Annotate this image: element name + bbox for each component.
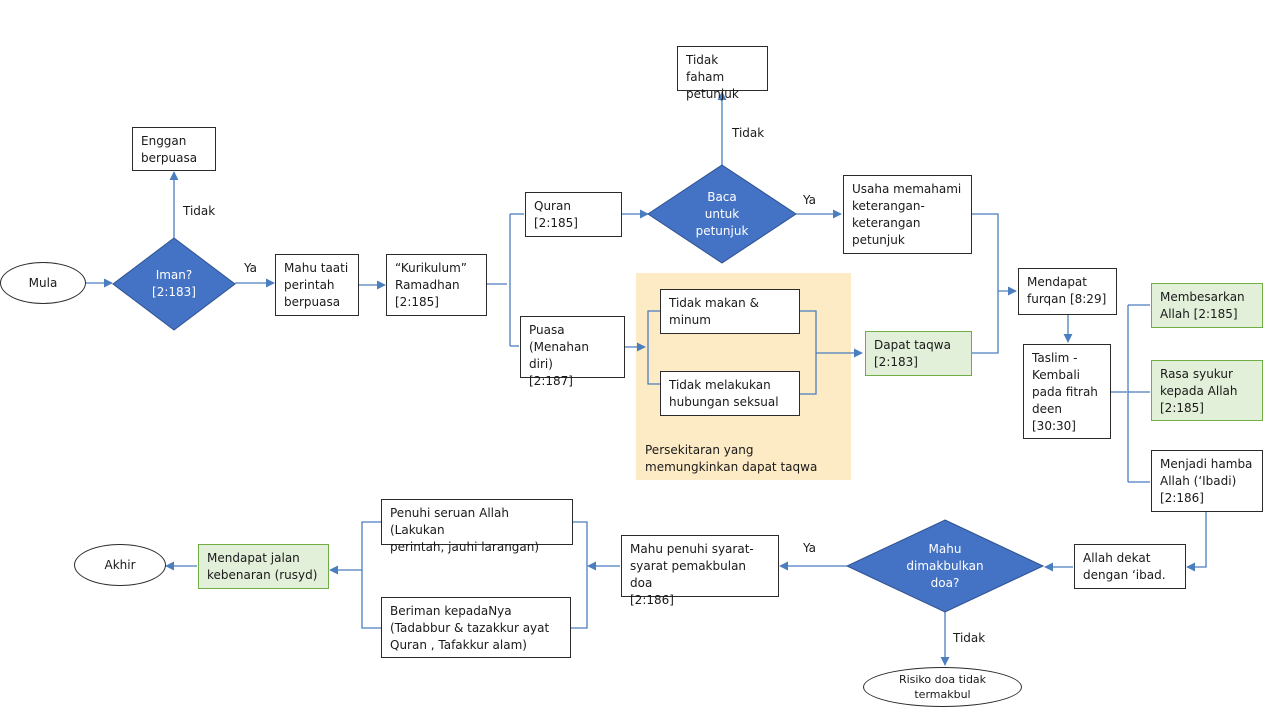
box-rusyd: Mendapat jalan kebenaran (rusyd) [198,544,329,589]
box-puasa: Puasa (Menahan diri) [2:187] [520,316,625,388]
box-tidak-makan: Tidak makan & minum [660,289,800,334]
label-iman-tidak: Tidak [183,204,216,218]
box-mahu-taati: Mahu taati perintah berpuasa [275,254,359,316]
box-furqan: Mendapat furqan [8:29] [1018,268,1117,315]
label-baca-tidak: Tidak [732,126,765,140]
label-doa-tidak: Tidak [953,631,986,645]
box-usaha: Usaha memahami keterangan- keterangan pe… [843,175,972,254]
decision-doa-label: Mahu dimakbulkan doa? [906,541,984,590]
risk-label: Risiko doa tidak termakbul [898,673,987,701]
box-seruan: Penuhi seruan Allah (Lakukan perintah, j… [381,499,573,554]
box-quran: Quran [2:185] [525,192,622,237]
box-membesarkan: Membesarkan Allah [2:185] [1151,283,1263,328]
box-syarat: Mahu penuhi syarat- syarat pemakbulan do… [621,535,779,607]
box-kurikulum: “Kurikulum” Ramadhan [2:185] [386,254,487,316]
risk-node: Risiko doa tidak termakbul [863,667,1022,707]
label-iman-ya: Ya [244,261,258,275]
box-allah-dekat: Allah dekat dengan ‘ibad. [1074,544,1186,589]
box-syukur: Rasa syukur kepada Allah [2:185] [1151,360,1263,421]
box-hamba: Menjadi hamba Allah (‘Ibadi) [2:186] [1151,450,1263,512]
edge-right-bracket [571,521,588,629]
box-dapat-taqwa: Dapat taqwa [2:183] [865,331,972,376]
box-tidak-hubungan: Tidak melakukan hubungan seksual [660,371,800,416]
edge-bracket-left [647,310,660,385]
decision-baca-label: Baca untuk petunjuk [695,189,749,238]
end-label: Akhir [104,557,136,572]
edge-left-bracket [361,521,381,629]
start-node: Mula [0,262,86,304]
box-tidak-faham: Tidak faham petunjuk [677,46,768,101]
box-enggan: Enggan berpuasa [132,127,216,171]
decision-iman-shape [112,237,236,331]
box-beriman: Beriman kepadaNya (Tadabbur & tazakkur a… [381,597,571,658]
end-node: Akhir [74,544,166,586]
label-baca-ya: Ya [803,193,817,207]
decision-doa-shape [845,519,1045,613]
environment-caption: Persekitaran yang memungkinkan dapat taq… [645,443,818,474]
decision-iman-label: Iman? [2:183] [152,268,196,299]
edge-hamba-dekat [1186,512,1207,572]
decision-baca-shape [647,164,797,264]
edge-bracket-right [800,310,817,395]
box-taslim: Taslim - Kembali pada fitrah deen [30:30… [1023,344,1111,439]
edge-usaha-furqan [972,213,1017,296]
start-label: Mula [28,275,58,290]
edge-taqwa-furqan [972,291,999,354]
label-doa-ya: Ya [803,541,817,555]
